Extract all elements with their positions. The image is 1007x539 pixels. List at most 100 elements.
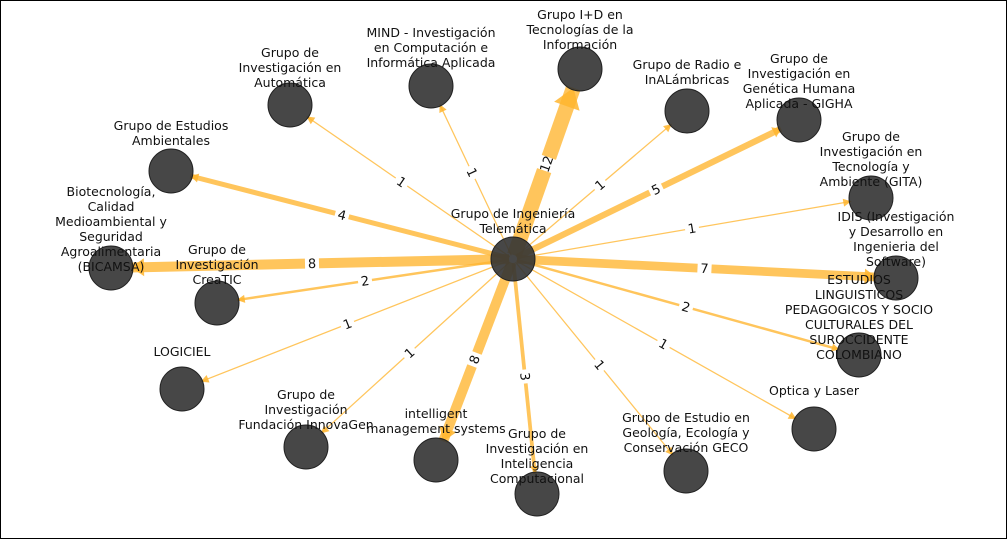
edge-weight-label-radio: 1	[588, 173, 611, 196]
edge-mind	[439, 103, 512, 256]
edge-arrow-inteligencia	[530, 465, 539, 475]
node-label-line: Grupo de	[770, 51, 828, 66]
edge-weight-bg	[356, 271, 374, 290]
edge-automatica	[306, 115, 511, 258]
edge-arrow-mind	[439, 104, 447, 114]
node-label-line: COLOMBIANO	[816, 347, 902, 362]
edge-weight-bg	[588, 353, 611, 376]
node-label-line: ESTUDIOS	[827, 272, 891, 287]
edge-weight-bg	[391, 170, 413, 193]
node-label-line: Aplicada - GIGHA	[745, 96, 852, 111]
node-label-line: Investigación en	[820, 144, 923, 159]
edge-weight-value: 2	[360, 274, 370, 290]
node-label-line: Información	[543, 37, 617, 52]
node-label-line: Grupo de Estudios	[114, 118, 229, 133]
edge-weight-value: 7	[700, 262, 709, 277]
node-radio	[664, 88, 710, 134]
node-geco	[663, 448, 709, 494]
edge-estudios	[516, 258, 841, 351]
edge-ambientales	[189, 173, 510, 261]
edge-weight-bg	[653, 332, 675, 355]
node-label-line: Agroalimentaria	[61, 244, 161, 259]
edge-weight-bg	[463, 349, 485, 369]
node-label-optica: Optica y Laser	[769, 383, 860, 398]
node-label-line: LOGICIEL	[153, 344, 210, 359]
node-label-line: Geología, Ecología y	[622, 425, 750, 440]
node-git	[490, 236, 536, 282]
edge-weight-bg	[304, 254, 320, 272]
edge-weight-value: 1	[687, 221, 698, 237]
edge-weight-bg	[516, 368, 535, 385]
edge-weight-label-intelligent: 8	[463, 349, 485, 369]
edge-weight-label-logiciel: 1	[337, 313, 357, 335]
node-label-logiciel: LOGICIEL	[153, 344, 210, 359]
node-innovagen	[283, 424, 329, 470]
edge-weight-value: 12	[538, 154, 558, 175]
node-label-line: Tecnología y	[831, 159, 910, 174]
node-creatic	[194, 280, 240, 326]
node-label-line: Medioambiental y	[55, 214, 167, 229]
node-label-line: Calidad	[88, 199, 135, 214]
edge-weight-label-automatica: 1	[391, 170, 413, 193]
node-label-line: Grupo de	[261, 45, 319, 60]
edge-weight-bg	[337, 313, 357, 335]
edge-innovagen	[320, 261, 511, 435]
node-label-line: InALámbricas	[645, 72, 730, 87]
node-optica	[791, 406, 837, 452]
edge-arrow-radio	[663, 123, 672, 133]
edge-arrow-gigha	[771, 127, 782, 138]
edge-gita	[516, 200, 852, 259]
edge-weight-value: 3	[516, 372, 532, 382]
edge-arrow-optica	[787, 411, 797, 420]
node-label-line: Computacional	[490, 471, 584, 486]
edge-weight-label-bicamsa: 8	[304, 254, 320, 272]
edge-arrow-innovagen	[320, 425, 330, 434]
edge-weight-label-imas: 12	[535, 154, 558, 175]
edge-weight-bg	[535, 154, 557, 174]
node-label-line: Telemática	[478, 221, 546, 236]
node-label-line: Grupo de Radio e	[633, 57, 742, 72]
node-label-line: Grupo de Ingeniería	[451, 206, 576, 221]
node-label-line: PEDAGOGICOS Y SOCIO	[785, 302, 933, 317]
edge-weight-label-optica: 1	[653, 332, 675, 355]
edge-weight-bg	[645, 178, 666, 200]
node-gita	[848, 175, 894, 221]
edge-weight-bg	[333, 204, 352, 225]
node-label-line: Investigación	[264, 402, 347, 417]
node-label-line: IDIS (Investigación	[838, 209, 955, 224]
node-automatica	[267, 82, 313, 128]
edge-optica	[516, 260, 797, 420]
edge-weight-value: 4	[336, 208, 348, 225]
edge-inteligencia	[511, 262, 537, 475]
edge-weight-bg	[697, 259, 712, 277]
node-label-line: en Computación e	[374, 40, 488, 55]
edges-layer	[130, 85, 877, 475]
edge-creatic	[236, 258, 510, 302]
edge-gigha	[515, 125, 783, 261]
node-label-line: Investigación	[175, 257, 258, 272]
node-idis	[873, 255, 919, 301]
node-label-line: y Desarrollo en	[849, 224, 943, 239]
node-label-line: MIND - Investigación	[367, 25, 496, 40]
edge-arrow-automatica	[306, 116, 316, 125]
edge-weight-label-creatic: 2	[356, 271, 374, 290]
edge-weight-bg	[588, 173, 611, 196]
node-label-line: CULTURALES DEL	[805, 317, 913, 332]
node-label-line: Grupo de	[842, 129, 900, 144]
node-label-line: Automática	[254, 75, 326, 90]
node-intelligent	[413, 437, 459, 483]
edge-weight-bg	[398, 341, 421, 364]
edge-idis	[516, 254, 877, 282]
node-label-line: SUROCCIDENTE	[809, 332, 908, 347]
node-label-line: Grupo de	[508, 426, 566, 441]
node-label-line: management systems	[366, 421, 505, 436]
node-imas	[557, 46, 603, 92]
